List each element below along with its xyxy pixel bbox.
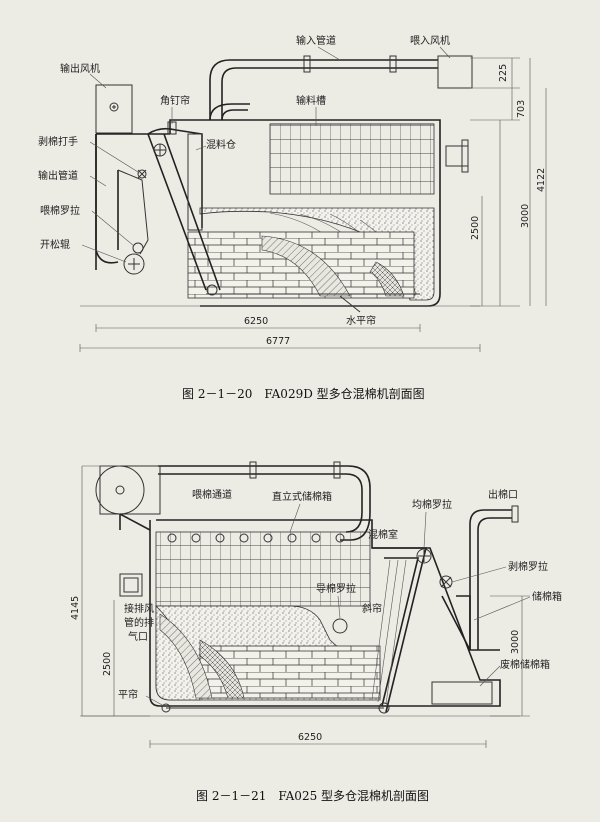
label-output-fan: 输出风机: [60, 62, 100, 75]
dim-703: 703: [516, 100, 527, 118]
dim-3000-fig2: 3000: [510, 630, 521, 654]
even-roller: [416, 548, 432, 564]
dim-4145: 4145: [70, 596, 81, 620]
dim-2500-fig2: 2500: [102, 652, 113, 676]
label-mixing-bin: 混料仓: [206, 138, 236, 151]
guide-roller: [332, 618, 348, 634]
label-stripper: 剥棉打手: [38, 135, 78, 148]
label-outlet: 出棉口: [488, 488, 518, 501]
dim-4122: 4122: [536, 168, 547, 192]
label-opening-roller: 开松辊: [40, 238, 70, 251]
mixing-bin-wall: [187, 133, 203, 231]
label-strip-roller: 剥棉罗拉: [508, 560, 548, 573]
opening-roller: [123, 253, 145, 275]
label-exhaust-1: 接排风: [124, 602, 154, 615]
label-storage-box: 储棉箱: [532, 590, 562, 603]
feed-channel-pipe: [158, 465, 371, 512]
dim-2500: 2500: [470, 216, 481, 240]
figure-2: 4145 2500 3000 6250 喂棉通道 直立式储棉箱 出棉口 均棉罗拉…: [70, 461, 562, 803]
dim-6777: 6777: [266, 336, 290, 347]
exhaust-port: [119, 573, 143, 597]
label-vertical-box: 直立式储棉箱: [272, 490, 332, 503]
inclined-lattice: [372, 547, 428, 713]
dim-225: 225: [498, 64, 509, 82]
output-fan-box: [95, 84, 133, 134]
input-pipe: [209, 59, 438, 120]
loop-pipe: [209, 103, 250, 121]
label-flat-lattice: 平帘: [118, 688, 138, 701]
outlet-pipe: [469, 509, 512, 650]
fig2-storage-grid: [155, 531, 371, 607]
label-horizontal-lattice: 水平帘: [346, 314, 376, 327]
dim-6250: 6250: [244, 316, 268, 327]
output-fan-icon: [109, 102, 119, 112]
label-inclined-lattice: 斜帘: [362, 602, 382, 615]
label-feed-channel: 喂棉通道: [192, 488, 232, 501]
waste-box: [431, 681, 493, 705]
dim-3000: 3000: [520, 204, 531, 228]
dimension-lines-fig2: [81, 465, 530, 748]
label-exhaust-2: 管的排: [124, 616, 154, 629]
label-waste-box: 废棉储棉箱: [500, 658, 550, 671]
dim-6250-fig2: 6250: [298, 732, 322, 743]
side-vent: [445, 145, 469, 167]
label-output-pipe: 输出管道: [38, 169, 78, 182]
input-pipe-flange: [303, 55, 311, 73]
label-input-pipe: 输入管道: [296, 34, 336, 47]
label-feed-fan: 喂入风机: [410, 34, 450, 47]
label-mixing-chamber: 混棉室: [368, 528, 398, 541]
fan-wheel: [95, 465, 145, 515]
label-even-roller: 均棉罗拉: [412, 498, 452, 511]
label-feed-roller: 喂棉罗拉: [40, 204, 80, 217]
label-spiked-lattice: 角钉帘: [160, 94, 190, 107]
figure-1: 225 703 4122 3000 2500 6250 6777 输入管道 喂入…: [38, 34, 547, 401]
label-exhaust-3: 气口: [128, 630, 148, 643]
output-duct: [95, 134, 119, 264]
feed-fan-box: [437, 55, 473, 89]
label-feed-trough: 输料槽: [296, 94, 326, 107]
input-pipe-flange-2: [389, 55, 397, 73]
stripper-roller: [137, 169, 147, 179]
storage-grid: [269, 123, 435, 195]
caption-fig2: 图 2－1－21 FA025 型多仓混棉机剖面图: [196, 789, 429, 803]
caption-fig1: 图 2－1－20 FA029D 型多仓混棉机剖面图: [182, 387, 425, 401]
dimension-lines-fig1: [79, 57, 547, 352]
spiked-lattice-bottom-roller: [206, 284, 218, 296]
label-guide-roller: 导棉罗拉: [316, 582, 356, 595]
top-circles: [167, 533, 345, 543]
